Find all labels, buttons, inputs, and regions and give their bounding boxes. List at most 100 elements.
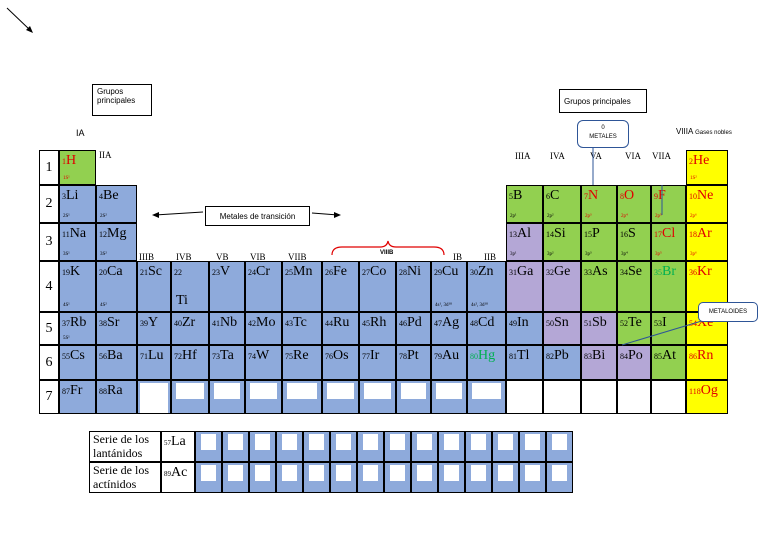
electron-config: 3p¹: [510, 251, 517, 257]
empty-element-cell: [245, 380, 282, 414]
element-number: 37: [62, 319, 70, 328]
element-symbol: Ni: [407, 264, 421, 279]
electron-config: 1S²: [690, 175, 697, 181]
element-symbol: Ge: [554, 264, 571, 279]
period-label-1: 1: [39, 150, 59, 185]
element-symbol: N: [588, 188, 599, 203]
element-symbol: Au: [442, 348, 460, 363]
element-cell-ra: 88Ra: [96, 380, 137, 414]
element-symbol: Zr: [182, 315, 196, 330]
series-empty-cell: [438, 431, 465, 462]
element-number: 9: [654, 192, 658, 201]
element-number: 17: [654, 230, 662, 239]
electron-config: 2p¹: [510, 213, 517, 219]
series-empty-cell: [492, 431, 519, 462]
element-cell-as: 33As: [581, 261, 617, 312]
group-label-va: VA: [590, 151, 602, 161]
element-symbol: O: [624, 188, 635, 203]
element-symbol: Y: [148, 315, 159, 330]
series-empty-cell: [276, 431, 303, 462]
element-symbol: Te: [628, 315, 642, 330]
electron-config: 3p⁶: [690, 251, 697, 257]
element-number: 56: [99, 352, 107, 361]
actinidos-label-cell: Serie de los actínidos: [89, 462, 161, 493]
electron-config: 3p³: [585, 251, 592, 257]
series-empty-cell: [330, 431, 357, 462]
series-empty-cell: [438, 462, 465, 493]
element-symbol: Sn: [554, 315, 569, 330]
element-number: 44: [325, 319, 333, 328]
metales-zero-label: 0: [601, 125, 605, 131]
lantanidos-label: Serie de los lantánidos: [93, 432, 149, 460]
element-cell-ag: 47Ag: [431, 312, 467, 345]
element-symbol: Al: [517, 226, 531, 241]
element-number: 15: [584, 230, 592, 239]
element-number: 39: [140, 319, 148, 328]
element-symbol: Tl: [517, 348, 530, 363]
element-cell-hg: 80Hg: [467, 345, 506, 380]
series-empty-cell: [357, 431, 384, 462]
series-empty-cell: [222, 431, 249, 462]
viiib-brace-icon: [331, 240, 445, 256]
element-number: 38: [99, 319, 107, 328]
group-label-vib: VIB: [250, 252, 266, 262]
element-symbol: K: [70, 264, 81, 279]
element-symbol: Hf: [182, 348, 197, 363]
element-symbol: Os: [333, 348, 349, 363]
element-number: 30: [470, 268, 478, 277]
period-label-4: 4: [39, 261, 59, 312]
element-cell-i: 53I: [651, 312, 686, 345]
group-label-iva: IVA: [550, 151, 565, 161]
element-cell-ni: 28Ni: [396, 261, 431, 312]
element-cell-sc: 21Sc: [137, 261, 171, 312]
element-symbol: Pt: [407, 348, 419, 363]
element-symbol: Ti: [176, 293, 188, 308]
element-cell-ru: 44Ru: [322, 312, 359, 345]
lantanidos-label-cell: Serie de los lantánidos: [89, 431, 161, 462]
element-symbol: Tc: [293, 315, 307, 330]
element-cell-pt: 78Pt: [396, 345, 431, 380]
element-number: 12: [99, 230, 107, 239]
element-number: 34: [620, 268, 628, 277]
series-empty-cell: [303, 462, 330, 493]
element-symbol: He: [693, 153, 710, 168]
element-number: 29: [434, 268, 442, 277]
electron-config: 4s², 3d¹⁰: [471, 302, 488, 308]
group-label-ib: IB: [453, 252, 462, 262]
element-symbol: Ar: [697, 226, 712, 241]
element-symbol: Nb: [220, 315, 238, 330]
element-number: 14: [546, 230, 554, 239]
series-empty-cell: [249, 431, 276, 462]
electron-config: 2p²: [547, 213, 554, 219]
element-number: 8: [620, 192, 624, 201]
electron-config: 3p⁴: [621, 251, 628, 257]
element-cell-in: 49In: [506, 312, 543, 345]
element-number: 118: [689, 387, 701, 396]
electron-config: 3p⁵: [655, 251, 662, 257]
element-cell-se: 34Se: [617, 261, 651, 312]
series-empty-cell: [195, 462, 222, 493]
series-empty-cell: [249, 462, 276, 493]
element-number: 79: [434, 352, 442, 361]
series-empty-cell: [411, 431, 438, 462]
group-label-iib: IIB: [484, 252, 496, 262]
empty-element-cell: [171, 380, 209, 414]
series-empty-cell: [546, 431, 573, 462]
element-number: 71: [140, 352, 148, 361]
element-symbol: Lu: [148, 348, 164, 363]
grupos-principales-right-label: Grupos principales: [564, 96, 631, 106]
element-symbol: Mn: [293, 264, 313, 279]
group-label-viiia: VIIIA Gases nobles: [676, 127, 732, 136]
series-empty-cell: [519, 431, 546, 462]
series-empty-cell: [465, 431, 492, 462]
element-number: 4: [99, 192, 103, 201]
